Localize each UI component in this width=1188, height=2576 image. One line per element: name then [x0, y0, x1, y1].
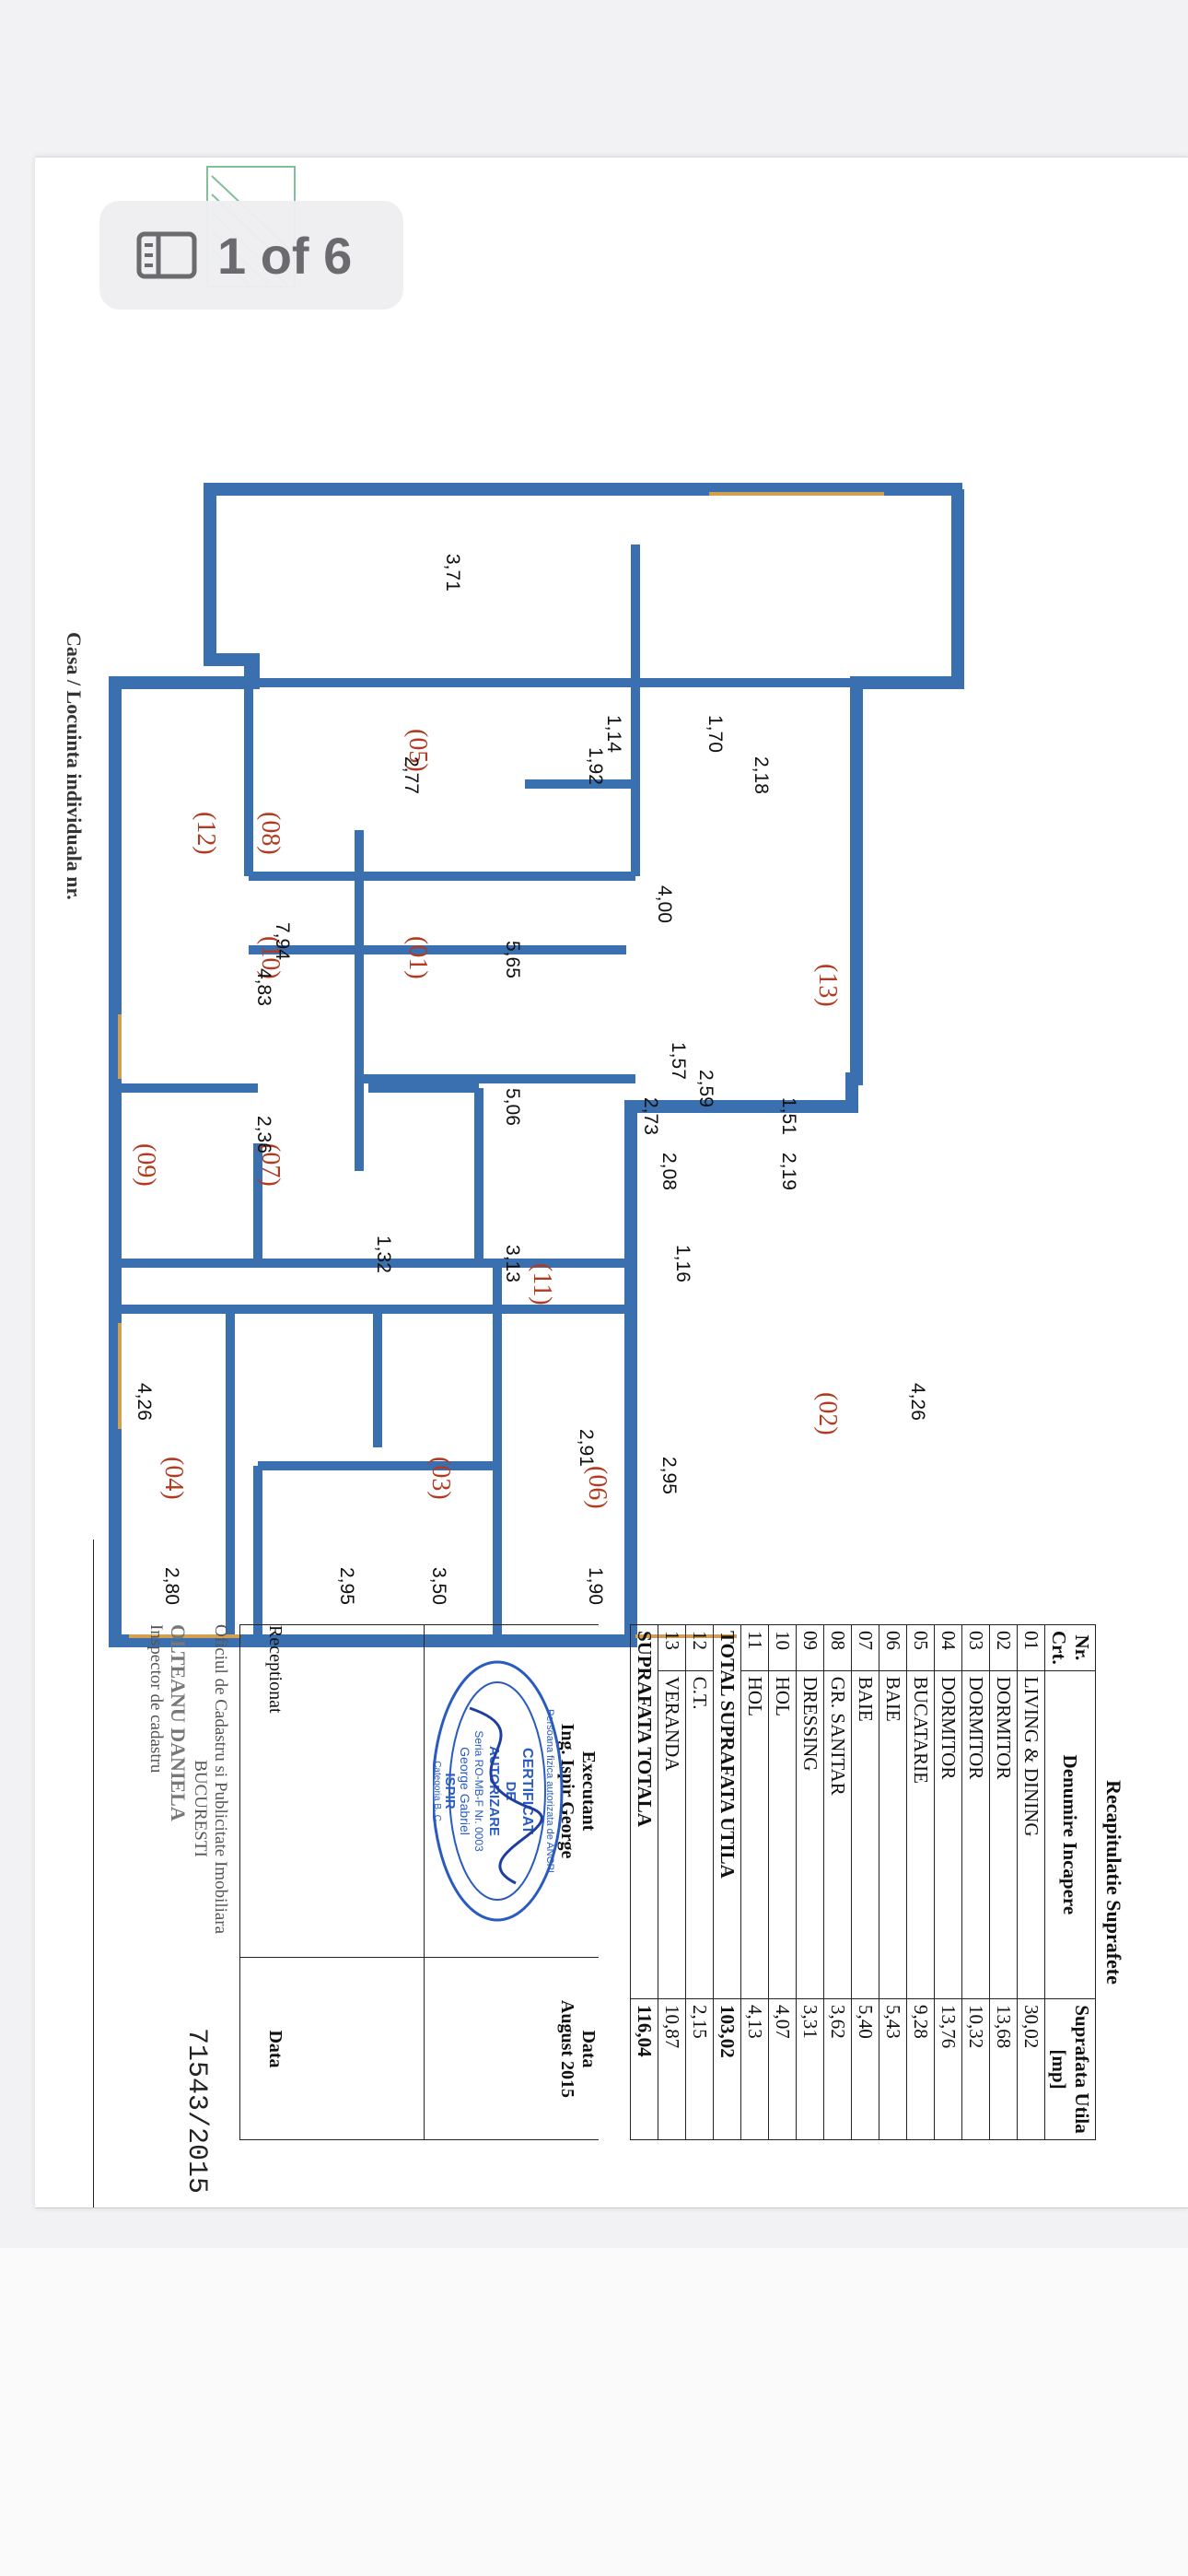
svg-text:George Gabriel: George Gabriel [458, 1747, 472, 1835]
office-line1: Oficiul de Cadastru si Publicitate Imobi… [211, 1624, 230, 1935]
dim-text: 2,80 [161, 1567, 182, 1605]
header-fragment: Casa / Locuinta individuala nr. [34, 632, 94, 2207]
dim-text: 4,26 [907, 1383, 928, 1421]
dim-text: 2,08 [658, 1153, 680, 1190]
room-label-12: (12) [192, 812, 220, 855]
rotated-sheet: (05) (01) (12) (08) (10) (07) (09) (11) … [34, 158, 1188, 2207]
dim-text: 2,59 [695, 1070, 716, 1107]
room-label-04: (04) [159, 1457, 188, 1500]
inner-walls [120, 544, 856, 1641]
office-name: OLTEANU DANIELA [167, 1624, 190, 1821]
room-label-08: (08) [256, 812, 285, 855]
dim-text: 1,16 [672, 1245, 693, 1282]
sidebar-icon [136, 231, 197, 279]
dim-text: 3,13 [502, 1245, 523, 1282]
dim-text: 2,77 [401, 756, 422, 794]
dim-text: 4,00 [654, 885, 675, 923]
registration-number: 71543/2015 [181, 2028, 212, 2195]
dim-text: 1,51 [778, 1097, 799, 1135]
col-name: Denumire Incapere [1044, 1670, 1096, 1999]
dim-text: 1,57 [668, 1042, 689, 1080]
col-area: Suprafata Utila [mp] [1044, 1998, 1096, 2140]
dim-text: 2,73 [640, 1097, 661, 1135]
executant-date: August 2015 [557, 1999, 577, 2099]
room-label-02: (02) [813, 1392, 842, 1435]
room-label-06: (06) [583, 1466, 611, 1509]
recap-title: Recapitulatie Suprafete [1102, 1780, 1125, 1985]
floor-plan: (05) (01) (12) (08) (10) (07) (09) (11) … [109, 166, 964, 1647]
svg-text:ISPIR: ISPIR [442, 1773, 458, 1809]
room-labels: (05) (01) (12) (08) (10) (07) (09) (11) … [132, 729, 842, 1509]
dim-text: 4,26 [134, 1383, 155, 1421]
office-role: Inspector de cadastru [146, 1624, 166, 1774]
authorization-stamp: Persoana fizica autorizata de ANCPI CERT… [433, 1660, 564, 1922]
room-label-11: (11) [528, 1263, 556, 1306]
page-counter-text: 1 of 6 [217, 226, 353, 285]
executant-label: Executant [578, 1751, 599, 1832]
svg-text:Categoria B, C: Categoria B, C [433, 1761, 442, 1821]
dim-text: 5,65 [502, 941, 523, 978]
header-fragment-text: Casa / Locuinta individuala nr. [63, 632, 86, 900]
receptionist-block: Receptionat Data [239, 1624, 424, 2140]
next-page-area [0, 2248, 1188, 2576]
dim-text: 2,18 [751, 756, 772, 794]
dim-text: 2,91 [576, 1429, 597, 1467]
dim-text: 1,32 [373, 1235, 394, 1273]
viewer-top-bar [0, 0, 1188, 157]
dim-text: 1,70 [705, 715, 726, 753]
room-label-05: (05) [403, 729, 432, 772]
executant-date-label: Data [578, 2030, 599, 2068]
dim-text: 3,71 [442, 554, 463, 591]
dim-text: 4,83 [253, 968, 274, 1006]
receptionist-label: Receptionat [265, 1625, 285, 1714]
room-label-03: (03) [426, 1457, 455, 1500]
dim-text: 3,50 [428, 1567, 449, 1605]
dim-text: 5,06 [502, 1088, 523, 1126]
room-label-07: (07) [256, 1143, 285, 1187]
room-label-13: (13) [813, 964, 842, 1007]
col-nr: Nr. Crt. [1044, 1624, 1096, 1671]
dim-text: 1,92 [585, 747, 606, 785]
dim-text: 1,14 [603, 715, 624, 753]
office-stamp: Oficiul de Cadastru si Publicitate Imobi… [146, 1624, 230, 1993]
receptionist-date-label: Data [265, 2030, 285, 2068]
office-line2: BUCURESTI [191, 1760, 210, 1857]
dimension-labels: 3,71 1,14 1,70 2,77 1,92 2,18 4,00 7,94 … [134, 554, 928, 1605]
executant-block: Executant Ing. Ispir George Persoana fiz… [424, 1624, 599, 2140]
dim-text: 7,94 [272, 922, 293, 960]
room-label-10: (10) [256, 936, 285, 979]
svg-text:CERTIFICAT: CERTIFICAT [519, 1748, 535, 1834]
svg-text:Seria RO-MB-F Nr. 0003: Seria RO-MB-F Nr. 0003 [472, 1730, 485, 1852]
room-label-01: (01) [403, 936, 432, 979]
svg-text:Persoana fizica autorizata de: Persoana fizica autorizata de ANCPI [544, 1709, 555, 1873]
page-counter[interactable]: 1 of 6 [99, 201, 403, 310]
document-page: (05) (01) (12) (08) (10) (07) (09) (11) … [34, 157, 1188, 2208]
dim-text: 2,36 [253, 1116, 274, 1153]
dim-text: 2,95 [658, 1457, 680, 1494]
windows [118, 492, 884, 1638]
walls [109, 483, 964, 1647]
recap-table: Nr. Crt. Denumire Incapere Suprafata Uti… [630, 1624, 1096, 2140]
dim-text: 2,19 [778, 1153, 799, 1190]
room-label-09: (09) [132, 1143, 160, 1187]
dim-text: 1,90 [585, 1567, 606, 1605]
dim-text: 2,95 [336, 1567, 357, 1605]
